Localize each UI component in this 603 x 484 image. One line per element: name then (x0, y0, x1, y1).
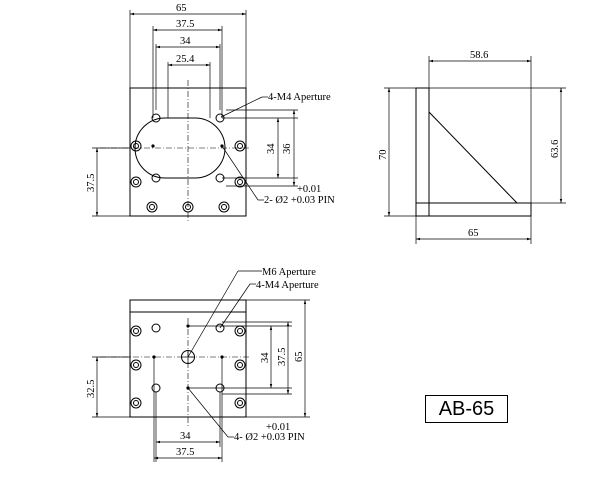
side-view: 58.6 70 63.6 65 (378, 50, 566, 244)
side-dim-height: 70 (378, 150, 389, 161)
model-label: AB-65 (425, 395, 508, 423)
top-dim-vert-pin: 36 (282, 144, 293, 155)
top-pin-tol: +0.01 (297, 184, 321, 195)
side-upright (415, 87, 430, 217)
bottom-dim-hole-spacing: 34 (180, 431, 191, 442)
top-pin-callout: 2- Ø2 +0.03 PIN (264, 195, 335, 206)
bottom-callout-m6: M6 Aperture (262, 267, 316, 278)
side-dim-width: 58.6 (470, 50, 488, 61)
side-base (415, 202, 532, 217)
side-gusset (428, 111, 518, 204)
top-dim-vert-hole: 34 (266, 143, 277, 154)
bottom-pin-callout: 4- Ø2 +0.03 PIN (234, 432, 305, 443)
bottom-dim-pin-spacing: 37.5 (176, 447, 194, 458)
top-dim-slot-width: 25.4 (176, 54, 195, 65)
top-callout-aperture: 4-M4 Aperture (268, 92, 331, 103)
bottom-dim-vert-hole: 34 (260, 352, 271, 363)
side-dim-inner-height: 63.6 (550, 140, 561, 158)
bottom-view: M6 Aperture 4-M4 Aperture 34 37.5 65 32.… (86, 267, 319, 462)
top-dim-left-height: 37.5 (86, 174, 97, 192)
bottom-dim-left-height: 32.5 (86, 380, 97, 398)
top-view: 65 37.5 34 25.4 34 36 37.5 4-M4 Aperture… (86, 3, 335, 222)
bottom-dim-height: 65 (294, 352, 305, 363)
top-holes (130, 113, 246, 213)
top-slot (134, 117, 226, 179)
bottom-holes (130, 323, 246, 409)
side-dim-base: 65 (468, 228, 479, 239)
top-dim-hole-spacing: 34 (180, 36, 191, 47)
top-dim-width: 65 (176, 3, 187, 14)
top-dim-pin-spacing: 37.5 (176, 19, 194, 30)
bottom-dim-vert-pin: 37.5 (277, 348, 288, 366)
bottom-lip (129, 299, 247, 313)
bottom-callout-m4: 4-M4 Aperture (256, 280, 319, 291)
bottom-pin-tol: +0.01 (266, 422, 290, 433)
